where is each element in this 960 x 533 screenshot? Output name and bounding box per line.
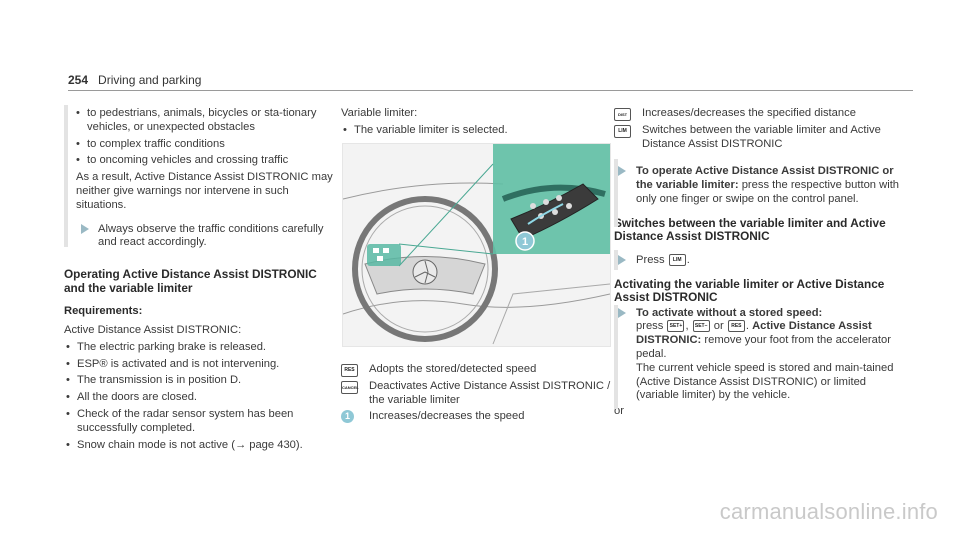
instruction-step: To activate without a stored speed: pres…: [614, 304, 904, 409]
arrow-icon: [81, 223, 89, 234]
arrow-icon: [618, 307, 626, 318]
step-text: Press: [636, 253, 665, 266]
section-heading: Activating the variable limiter or Activ…: [614, 276, 885, 305]
step-text: or: [713, 320, 724, 333]
list-item: to complex traffic conditions: [74, 138, 334, 152]
list-item: Snow chain mode is not active (→ page 43…: [64, 439, 334, 453]
legend-row: DIST Increases/decreases the specified d…: [614, 107, 904, 121]
list-item: ESP® is activated and is not intervening…: [64, 358, 334, 372]
warning-side-bar: [64, 105, 68, 247]
requirements-label: Requirements:: [64, 305, 143, 318]
legend-text: Adopts the stored/detected speed: [369, 363, 537, 375]
step-text: press the respective button with only on…: [636, 179, 900, 205]
note-text: Always observe the traffic conditions ca…: [98, 222, 324, 249]
watermark: carmanualsonline.info: [719, 499, 938, 524]
cancel-key-icon: CANCEL: [341, 380, 359, 394]
callout-1-icon: 1: [341, 410, 354, 424]
list-item: The variable limiter is selected.: [341, 124, 611, 138]
legend-row: CANCEL Deactivates Active Distance Assis…: [341, 380, 611, 408]
instruction-step: Press LIM.: [614, 249, 904, 270]
page-number: 254: [68, 73, 89, 87]
warning-list: to pedestrians, animals, bicycles or sta…: [64, 107, 334, 168]
res-key-icon: RES: [727, 320, 745, 333]
column-2-legend: RES Adopts the stored/detected speed CAN…: [341, 363, 611, 427]
step-title: To operate Active Distance Assist DISTRO…: [636, 165, 894, 192]
section-heading: Switches between the variable limiter an…: [614, 215, 886, 244]
set-minus-key-icon: SET−: [692, 320, 710, 333]
column-1: to pedestrians, animals, bicycles or sta…: [64, 105, 334, 455]
variable-limiter-label: Variable limiter:: [341, 107, 418, 119]
limiter-key-icon: LIM: [668, 253, 686, 266]
callout-number: 1: [522, 236, 528, 248]
requirements-intro: Active Distance Assist DISTRONIC:: [64, 323, 242, 336]
variable-limiter-list: The variable limiter is selected.: [341, 124, 611, 138]
step-title: To activate without a stored speed:: [636, 306, 823, 319]
arrow-icon: [618, 254, 626, 265]
step-side-bar: [614, 159, 618, 228]
list-item: All the doors are closed.: [64, 391, 334, 405]
section-heading: Operating Active Distance Assist DISTRON…: [64, 267, 317, 295]
legend-row: LIM Switches between the variable limite…: [614, 124, 904, 152]
steering-wheel-illustration: 1: [342, 143, 611, 347]
step-side-bar: [614, 249, 618, 270]
or-text: or: [614, 405, 624, 418]
instruction-step: To operate Active Distance Assist DISTRO…: [614, 159, 904, 228]
list-item: The transmission is in position D.: [64, 374, 334, 388]
list-item: Check of the radar sensor system has bee…: [64, 408, 334, 436]
page-header: 254 Driving and parking: [68, 73, 201, 87]
column-3: DIST Increases/decreases the specified d…: [614, 107, 904, 422]
warning-paragraph: As a result, Active Distance Assist DIST…: [76, 171, 333, 211]
list-item: to pedestrians, animals, bicycles or sta…: [74, 107, 334, 135]
header-divider: [68, 90, 913, 91]
legend-text: Switches between the variable limiter an…: [642, 123, 881, 150]
distance-key-icon: DIST: [614, 108, 631, 121]
step-side-bar: [614, 304, 618, 409]
list-item: to oncoming vehicles and crossing traffi…: [74, 154, 334, 168]
step-title: Active Distance Assist DISTRONIC:: [636, 320, 872, 347]
requirements-list: The electric parking brake is released. …: [64, 341, 334, 453]
step-text: The current vehicle speed is stored and …: [636, 361, 894, 402]
legend-text: Increases/decreases the specified distan…: [642, 107, 856, 119]
legend-text: Increases/decreases the speed: [369, 410, 525, 423]
set-plus-key-icon: SET+: [667, 320, 685, 333]
legend-row: 1 Increases/decreases the speed: [341, 410, 611, 424]
step-text: press: [636, 320, 664, 333]
legend-row: RES Adopts the stored/detected speed: [341, 363, 611, 377]
limiter-key-icon: LIM: [614, 124, 631, 138]
steering-wheel-drawing: 1: [342, 144, 611, 345]
step-text: remove your foot from the accelerator pe…: [636, 334, 891, 360]
list-item: The electric parking brake is released.: [64, 341, 334, 355]
res-key-icon: RES: [341, 364, 358, 377]
instruction-note: Always observe the traffic conditions ca…: [64, 223, 334, 251]
section-title: Driving and parking: [98, 73, 202, 87]
column-2: Variable limiter: The variable limiter i…: [341, 107, 611, 141]
arrow-icon: [618, 166, 626, 177]
legend-text: Deactivates Active Distance Assist DISTR…: [369, 379, 611, 406]
